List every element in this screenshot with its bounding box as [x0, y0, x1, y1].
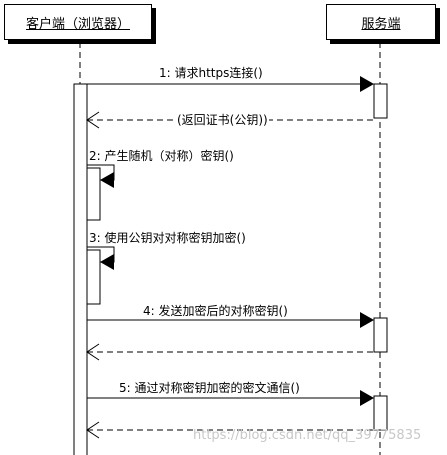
- message-7-label: 5: 通过对称密钥加密的密文通信(): [118, 381, 301, 395]
- server-participant-box: 服务端: [326, 4, 436, 40]
- watermark-text: https://blog.csdn.net/qq_39775835: [193, 428, 422, 443]
- message-2-label: (返回证书(公钥)): [176, 113, 269, 127]
- client-participant-box: 客户端（浏览器）: [4, 4, 152, 40]
- message-7-arrowhead: [86, 421, 100, 439]
- self-activation-1: [86, 167, 101, 221]
- message-4-arrowhead: [360, 312, 374, 328]
- message-1-label: 1: 请求https连接(): [158, 66, 264, 80]
- self-call-1-arrowhead: [100, 172, 114, 188]
- message-1-arrowhead: [360, 76, 374, 92]
- server-activation-2: [373, 317, 388, 353]
- message-2-arrowhead: [86, 111, 100, 129]
- client-activation-bar: [73, 83, 88, 455]
- self-activation-2: [86, 249, 101, 305]
- message-4-label: 3: 使用公钥对对称密钥加密(): [89, 231, 246, 245]
- client-participant-label: 客户端（浏览器）: [25, 16, 130, 32]
- message-5-label: 4: 发送加密后的对称密钥(): [142, 304, 289, 318]
- server-participant-label: 服务端: [361, 16, 401, 32]
- message-3-label: 2: 产生随机（对称）密钥(): [89, 149, 234, 163]
- self-call-2-arrowhead: [100, 254, 114, 270]
- server-activation-3: [373, 395, 388, 431]
- message-5-arrowhead: [86, 343, 100, 361]
- server-activation-1: [373, 83, 388, 119]
- message-6-arrowhead: [360, 390, 374, 406]
